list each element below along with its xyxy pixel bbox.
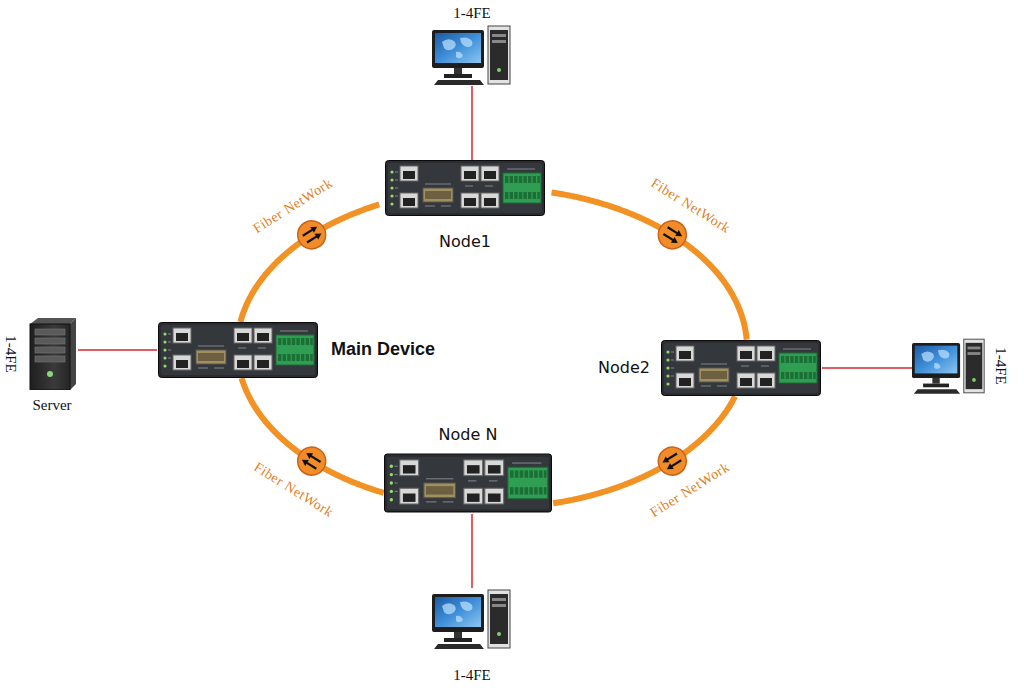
- switch-device: Main Device: [157, 322, 319, 378]
- pc-icon: [912, 339, 984, 394]
- switch-device: [386, 161, 545, 216]
- direction-badge: [292, 216, 331, 255]
- badge-circle: [292, 216, 331, 255]
- badge-arrow: [671, 460, 681, 466]
- link-label: Fiber NetWork: [251, 175, 337, 237]
- badge-arrowhead: [671, 237, 680, 246]
- badge-circle: [653, 216, 692, 255]
- pc-icon: 1-4FE: [912, 336, 986, 396]
- badge-arrowhead: [661, 456, 670, 465]
- ethernet-cable: [471, 514, 473, 588]
- pc-icon: 1-4FE: [432, 588, 512, 650]
- ethernet-cable: [78, 349, 157, 351]
- badge-arrow: [668, 227, 678, 233]
- badge-arrowhead: [675, 230, 684, 239]
- server-name: Server: [32, 396, 71, 414]
- switch-device: Node1: [380, 160, 550, 216]
- badge-arrow: [303, 229, 313, 235]
- pc-icon: [432, 26, 510, 85]
- switch-device: Node2: [660, 340, 822, 396]
- server-icon: [30, 318, 76, 390]
- node-name: Main Device: [331, 339, 435, 361]
- switch-device: Node N: [384, 452, 552, 514]
- node-name: Node2: [598, 358, 650, 377]
- port-count-label: 1-4FE: [2, 335, 20, 373]
- badge-arrowhead: [304, 450, 313, 459]
- node-name: Node N: [439, 425, 498, 444]
- port-count-label: 1-4FE: [453, 666, 491, 684]
- link-label: Fiber NetWork: [648, 459, 734, 521]
- direction-badge: [292, 442, 331, 481]
- badge-arrow: [310, 456, 320, 462]
- badge-arrow: [307, 236, 317, 242]
- badge-arrowhead: [300, 457, 309, 466]
- switch-device: [159, 323, 318, 378]
- ethernet-cable: [471, 86, 473, 160]
- badge-arrow: [667, 453, 677, 459]
- port-count-label: 1-4FE: [992, 347, 1010, 385]
- badge-arrowhead: [314, 231, 323, 240]
- badge-arrowhead: [665, 463, 674, 472]
- badge-arrow: [663, 234, 673, 240]
- pc-icon: [432, 590, 510, 649]
- ethernet-cable: [822, 367, 912, 369]
- link-label: Fiber NetWork: [648, 175, 734, 237]
- node-name: Node1: [439, 232, 491, 251]
- badge-circle: [653, 442, 692, 481]
- port-count-label: 1-4FE: [453, 4, 491, 22]
- badge-arrow: [306, 462, 316, 468]
- server-icon: 1-4FEServer: [26, 318, 78, 390]
- switch-device: [662, 341, 821, 396]
- direction-badge: [653, 442, 692, 481]
- direction-badge: [653, 216, 692, 255]
- badge-circle: [292, 442, 331, 481]
- badge-arrowhead: [310, 224, 319, 233]
- pc-icon: 1-4FE: [432, 24, 512, 86]
- switch-device: [385, 454, 552, 512]
- link-label: Fiber NetWork: [251, 459, 337, 521]
